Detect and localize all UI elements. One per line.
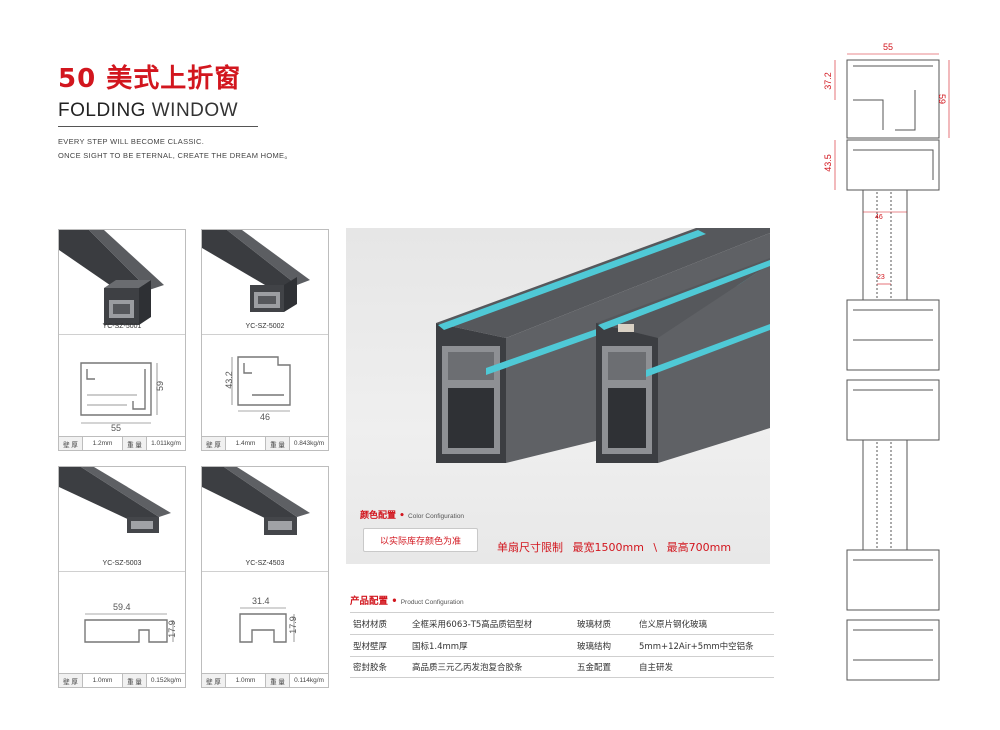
profile-drawing: 59.4 17.9 bbox=[59, 572, 185, 674]
profile-photo-4503-icon bbox=[202, 467, 310, 535]
profile-photo-5001-icon bbox=[59, 230, 164, 325]
table-row: 密封胶条 高品质三元乙丙发泡复合胶条 五金配置 自主研发 bbox=[350, 656, 774, 678]
dim-width: 59.4 bbox=[113, 602, 131, 612]
section-dim-top: 55 bbox=[883, 42, 894, 52]
product-config-title: 产品配置 bbox=[350, 596, 389, 607]
profile-section-4503-icon bbox=[239, 607, 295, 643]
weight-label: 重 量 bbox=[266, 674, 290, 687]
dim-width: 46 bbox=[260, 412, 271, 422]
config-key: 型材壁厚 bbox=[353, 641, 388, 652]
profile-photo: YC-SZ-4503 bbox=[202, 467, 328, 572]
profile-card-5003: YC-SZ-5003 59.4 17.9 壁 厚 1.0mm 重 量 0.152… bbox=[58, 466, 186, 688]
table-row: 铝材材质 全框采用6063-T5高品质铝型材 玻璃材质 信义原片钢化玻璃 bbox=[350, 612, 774, 634]
profile-drawing: 55 59 bbox=[59, 335, 185, 437]
profile-specs: 壁 厚 1.4mm 重 量 0.843kg/m bbox=[202, 437, 328, 450]
config-value: 高品质三元乙丙发泡复合胶条 bbox=[412, 663, 523, 673]
profile-code: YC-SZ-5002 bbox=[245, 323, 285, 330]
profile-photo: YC-SZ-5002 bbox=[202, 230, 328, 335]
config-value: 国标1.4mm厚 bbox=[412, 641, 468, 652]
hero-product-image bbox=[346, 228, 770, 564]
profile-photo: YC-SZ-5001 bbox=[59, 230, 185, 335]
config-value: 自主研发 bbox=[639, 663, 674, 673]
dim-height: 43.2 bbox=[223, 371, 234, 389]
subtitle-bold: FOLDING bbox=[58, 100, 146, 121]
color-config-title: 颜色配置 bbox=[360, 511, 397, 521]
thickness-label: 壁 厚 bbox=[59, 674, 83, 687]
section-dim-right: 59 bbox=[937, 93, 948, 105]
profile-section-5001-icon bbox=[80, 362, 158, 424]
profile-photo-5002-icon bbox=[202, 230, 310, 312]
config-key: 五金配置 bbox=[577, 663, 612, 673]
config-value: 信义原片钢化玻璃 bbox=[639, 619, 708, 630]
profile-code: YC-SZ-5003 bbox=[102, 560, 142, 567]
page-subtitle: FOLDING WINDOW bbox=[58, 100, 238, 122]
size-limit-note: 单扇尺寸限制 最宽1500mm \ 最高700mm bbox=[497, 541, 732, 554]
thickness-value: 1.4mm bbox=[226, 437, 266, 450]
profile-specs: 壁 厚 1.2mm 重 量 1.011kg/m bbox=[59, 437, 185, 450]
profile-drawing: 46 43.2 bbox=[202, 335, 328, 437]
weight-value: 0.114kg/m bbox=[294, 677, 324, 684]
weight-value: 1.011kg/m bbox=[151, 440, 181, 447]
dim-height: 17.9 bbox=[287, 616, 298, 634]
profile-section-5003-icon bbox=[84, 613, 174, 643]
dim-height: 59 bbox=[155, 380, 166, 392]
section-dim-left-2: 43.5 bbox=[822, 154, 833, 172]
profile-card-5001: YC-SZ-5001 55 59 壁 厚 1.2mm 重 量 1.011kg/m bbox=[58, 229, 186, 451]
config-value: 全框采用6063-T5高品质铝型材 bbox=[412, 619, 533, 630]
product-config-title-en: Product Configuration bbox=[400, 599, 464, 606]
thickness-value: 1.2mm bbox=[83, 437, 123, 450]
weight-label: 重 量 bbox=[266, 437, 290, 450]
table-row: 型材壁厚 国标1.4mm厚 玻璃结构 5mm+12Air+5mm中空铝条 bbox=[350, 634, 774, 656]
config-key: 铝材材质 bbox=[353, 619, 388, 630]
section-dim-left-1: 37.2 bbox=[822, 72, 833, 90]
config-key: 玻璃材质 bbox=[577, 619, 612, 630]
config-key: 玻璃结构 bbox=[577, 641, 612, 652]
config-value: 5mm+12Air+5mm中空铝条 bbox=[639, 641, 754, 652]
subtitle-rest: WINDOW bbox=[145, 100, 239, 121]
profile-code: YC-SZ-4503 bbox=[245, 560, 285, 567]
profile-specs: 壁 厚 1.0mm 重 量 0.152kg/m bbox=[59, 674, 185, 687]
slogan-line-2: ONCE SIGHT TO BE ETERNAL, CREATE THE DRE… bbox=[58, 151, 293, 160]
profile-card-4503: YC-SZ-4503 31.4 17.9 壁 厚 1.0mm 重 量 0.114… bbox=[201, 466, 329, 688]
thickness-label: 壁 厚 bbox=[202, 674, 226, 687]
window-profile-render-icon bbox=[436, 228, 770, 463]
section-dim-mid: 46 bbox=[875, 214, 883, 221]
profile-specs: 壁 厚 1.0mm 重 量 0.114kg/m bbox=[202, 674, 328, 687]
window-section-drawing: 55 37.2 59 43.5 46 23 bbox=[805, 40, 955, 704]
profile-card-5002: YC-SZ-5002 46 43.2 壁 厚 1.4mm 重 量 0.843kg… bbox=[201, 229, 329, 451]
thickness-value: 1.0mm bbox=[226, 674, 266, 687]
dim-height: 17.9 bbox=[166, 620, 177, 638]
slogan-line-1: EVERY STEP WILL BECOME CLASSIC. bbox=[58, 137, 205, 146]
section-dim-glass: 23 bbox=[877, 274, 885, 281]
color-config-title-en: Color Configuration bbox=[408, 513, 465, 520]
profile-code: YC-SZ-5001 bbox=[102, 323, 142, 330]
profile-drawing: 31.4 17.9 bbox=[202, 572, 328, 674]
weight-label: 重 量 bbox=[123, 437, 147, 450]
product-config-table: 铝材材质 全框采用6063-T5高品质铝型材 玻璃材质 信义原片钢化玻璃 型材壁… bbox=[350, 612, 774, 678]
profile-section-5002-icon bbox=[231, 356, 291, 412]
dim-width: 55 bbox=[111, 423, 122, 433]
profile-photo: YC-SZ-5003 bbox=[59, 467, 185, 572]
color-config-heading: 颜色配置 • Color Configuration bbox=[360, 511, 465, 521]
color-stock-button[interactable]: 以实际库存颜色为准 bbox=[363, 528, 478, 552]
weight-value: 0.843kg/m bbox=[293, 440, 325, 447]
product-config-heading: 产品配置 • Product Configuration bbox=[350, 596, 464, 607]
weight-label: 重 量 bbox=[123, 674, 147, 687]
thickness-label: 壁 厚 bbox=[59, 437, 83, 450]
subtitle-divider bbox=[58, 126, 258, 127]
weight-value: 0.152kg/m bbox=[150, 677, 182, 684]
page-title: 50 美式上折窗 bbox=[58, 64, 242, 94]
window-cross-section-icon bbox=[834, 53, 950, 681]
config-key: 密封胶条 bbox=[353, 663, 388, 673]
thickness-value: 1.0mm bbox=[83, 674, 123, 687]
profile-photo-5003-icon bbox=[59, 467, 171, 533]
thickness-label: 壁 厚 bbox=[202, 437, 226, 450]
dim-width: 31.4 bbox=[252, 596, 270, 606]
